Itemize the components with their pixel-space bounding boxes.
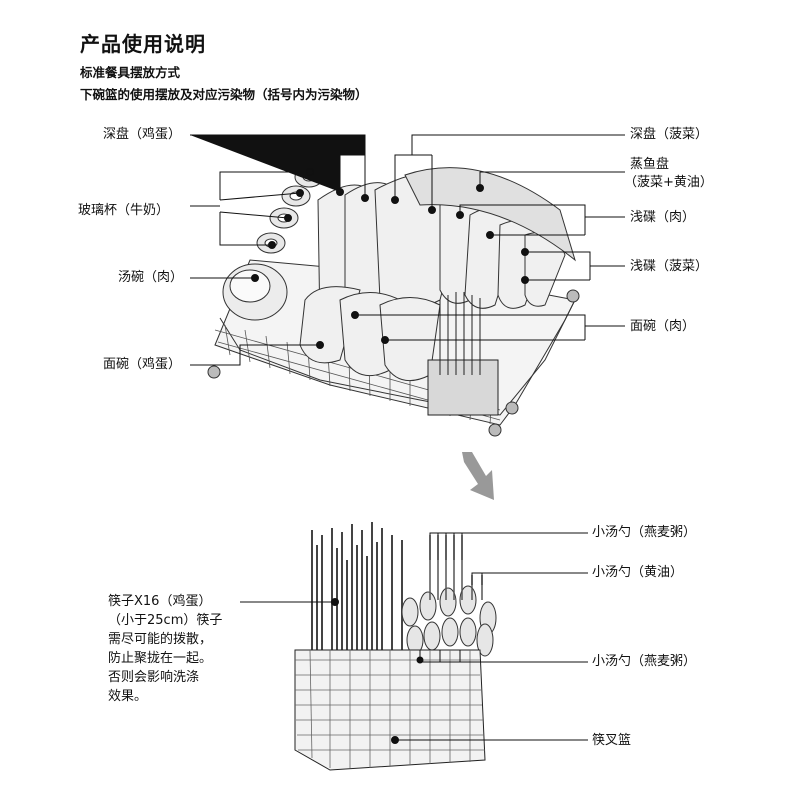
label-noodle-bowl-egg: 面碗（鸡蛋） bbox=[103, 357, 182, 372]
label-soup-bowl-meat: 汤碗（肉） bbox=[118, 270, 184, 285]
chopsticks-note-line: 效果。 bbox=[108, 689, 148, 704]
chopsticks-note: 筷子X16（鸡蛋） （小于25cm）筷子 需尽可能的拨散， 防止聚拢在一起。 否… bbox=[108, 592, 222, 706]
basket-grid bbox=[295, 649, 485, 768]
chopsticks-note-line: 需尽可能的拨散， bbox=[108, 632, 213, 647]
down-arrow-icon bbox=[462, 452, 494, 500]
label-spoon-oatmeal-2: 小汤勺（燕麦粥） bbox=[592, 654, 697, 669]
label-glass-cup-milk: 玻璃杯（牛奶） bbox=[78, 203, 170, 218]
label-deep-plate-spinach: 深盘（菠菜） bbox=[630, 127, 709, 142]
label-spoon-oatmeal-1: 小汤勺（燕麦粥） bbox=[592, 525, 697, 540]
cutlery-basket-illustration bbox=[294, 522, 497, 771]
label-fish-plate-dirt: （菠菜+黄油） bbox=[624, 175, 713, 190]
chopsticks-note-line: 否则会影响洗涤 bbox=[108, 670, 200, 685]
chopsticks-note-line: 筷子X16（鸡蛋） bbox=[108, 594, 212, 609]
chopsticks-note-line: 防止聚拢在一起。 bbox=[108, 651, 213, 666]
label-noodle-bowl-meat: 面碗（肉） bbox=[630, 319, 696, 334]
rack-cutlery-basket bbox=[427, 292, 499, 416]
label-fish-plate: 蒸鱼盘 bbox=[630, 157, 670, 172]
lower-rack-illustration bbox=[207, 166, 580, 437]
section-heading: 下碗篮的使用摆放及对应污染物（括号内为污染物） bbox=[80, 87, 368, 102]
wheel-icon bbox=[566, 289, 580, 303]
lower-rack-leaders bbox=[190, 134, 625, 366]
wheel-icon bbox=[488, 423, 502, 437]
chopsticks-note-line: （小于25cm）筷子 bbox=[108, 613, 223, 628]
label-cutlery-basket: 筷叉篮 bbox=[592, 733, 632, 748]
wheel-icon bbox=[505, 401, 519, 415]
cutlery-leaders bbox=[240, 532, 588, 744]
page-subtitle: 标准餐具摆放方式 bbox=[80, 65, 181, 80]
label-deep-plate-egg: 深盘（鸡蛋） bbox=[103, 127, 182, 142]
label-spoon-butter: 小汤勺（黄油） bbox=[592, 565, 684, 580]
label-shallow-dish-spinach: 浅碟（菠菜） bbox=[630, 259, 709, 274]
page-title: 产品使用说明 bbox=[80, 32, 206, 56]
wheel-icon bbox=[207, 365, 221, 379]
label-shallow-dish-meat: 浅碟（肉） bbox=[630, 210, 696, 225]
